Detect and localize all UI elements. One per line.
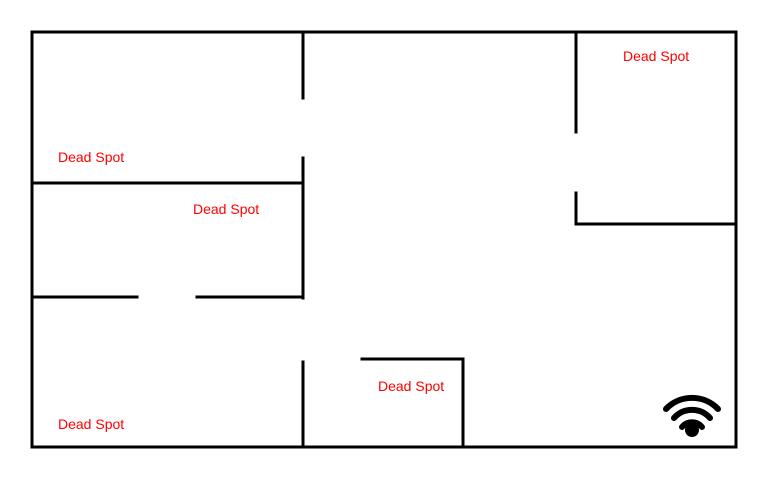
wifi-icon <box>663 394 721 437</box>
dead-spot-label-bottom-left: Dead Spot <box>58 416 124 432</box>
dead-spot-label-closet: Dead Spot <box>378 378 444 394</box>
dead-spot-label-middle-left: Dead Spot <box>193 201 259 217</box>
outer-wall <box>30 30 738 449</box>
dead-spot-label-top-left: Dead Spot <box>58 149 124 165</box>
dead-spot-label-top-right: Dead Spot <box>623 48 689 64</box>
